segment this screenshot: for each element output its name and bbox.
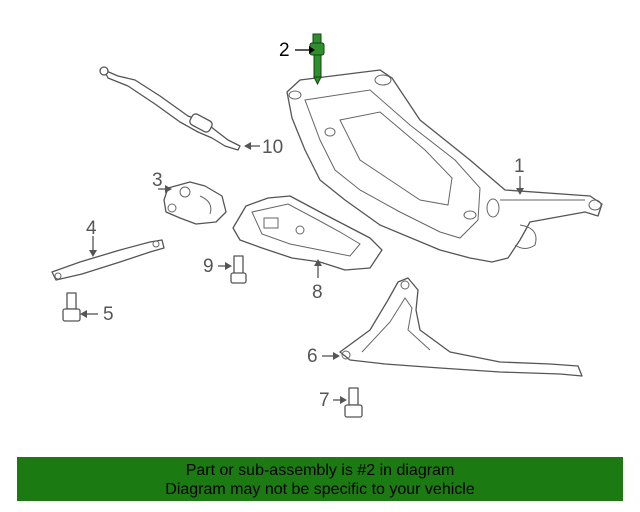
callout-6[interactable]: 6: [307, 346, 318, 367]
brace-part-4[interactable]: [51, 239, 165, 281]
callout-3[interactable]: 3: [152, 170, 163, 191]
callout-9[interactable]: 9: [203, 256, 214, 277]
parts-diagram: 2 1 3 4 5 6 7 8 9 10: [51, 33, 603, 418]
callout-4[interactable]: 4: [86, 218, 97, 239]
bracket-part-3[interactable]: [163, 181, 227, 225]
leader-lines: [80, 46, 524, 404]
banner-line-1: Part or sub-assembly is #2 in diagram: [185, 462, 455, 479]
callout-2[interactable]: 2: [279, 40, 290, 61]
rod-part-10[interactable]: [99, 66, 241, 151]
callout-5[interactable]: 5: [103, 304, 114, 325]
callout-8[interactable]: 8: [312, 282, 323, 303]
callout-1[interactable]: 1: [514, 156, 525, 177]
bolt-part-7[interactable]: [344, 387, 363, 418]
subframe-part-1[interactable]: [286, 69, 603, 263]
bolt-part-2[interactable]: [309, 33, 325, 86]
callout-7[interactable]: 7: [319, 390, 330, 411]
info-banner: Part or sub-assembly is #2 in diagram Di…: [17, 457, 623, 501]
control-arm-part-6[interactable]: [339, 277, 583, 377]
callout-10[interactable]: 10: [262, 137, 283, 158]
banner-line-2: Diagram may not be specific to your vehi…: [165, 481, 475, 498]
bolt-part-5[interactable]: [62, 292, 81, 322]
cover-part-8[interactable]: [232, 195, 383, 271]
bolt-part-9[interactable]: [230, 255, 247, 284]
